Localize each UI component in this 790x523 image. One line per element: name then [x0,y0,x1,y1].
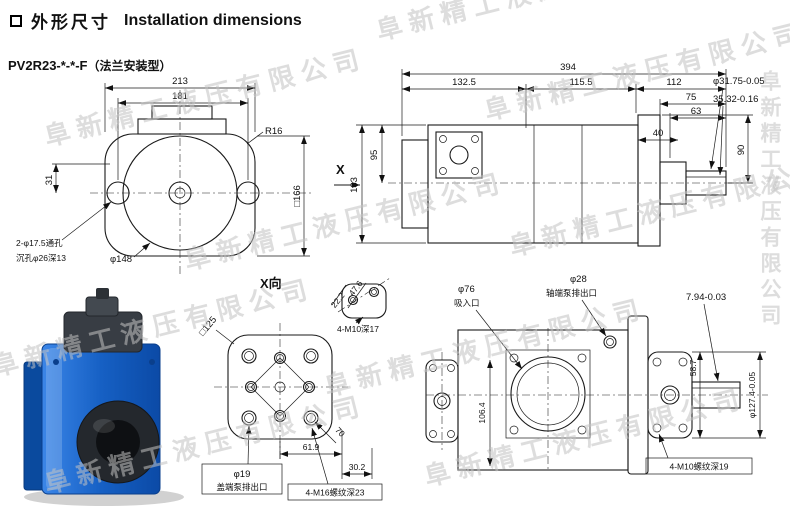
dim-148-label: φ148 [110,254,132,265]
dim-90-label: 90 [736,145,747,156]
model-note: （法兰安装型） [87,59,172,73]
dim-75: 75 [659,92,726,158]
note-m10-depth17-label: 4-M10深17 [337,324,379,334]
note-shaft-end-outlet-label: 轴端泵排出口 [546,288,597,298]
dim-166-label: □166 [292,185,303,207]
dim-chain-top: 132.5 115.5 112 [402,77,726,128]
dim-394-label: 394 [560,62,576,73]
dim-63-label: 63 [691,106,702,117]
watermark-text: 阜新精工液压有限公司 [372,0,701,48]
product-photo [23,288,184,506]
note-counterbore: 沉孔φ26深13 [16,253,66,263]
dim-166: □166 [257,135,310,257]
rear-view-drawing: φ76 吸入口 φ28 轴端泵排出口 7.94-0.03 106.4 58.7 … [425,274,768,475]
dim-95: 95 [356,124,426,183]
dim-63: 63 [669,106,726,158]
note-m16-thread: 4-M16螺纹深23 [287,427,383,501]
dim-key-height-label: 35.32-0.16 [713,94,758,105]
dim-key-height: 35.32-0.16 [713,94,758,176]
x-view-drawing: X向 □125 22.2 47.6 4-M10深17 70 [197,276,391,501]
dim-125: □125 [197,315,235,345]
page-title-cn: 外形尺寸 [31,13,111,32]
photo-top-stub [85,296,119,317]
note-through-holes: 2-φ17.5通孔 [16,238,63,248]
dim-112-label: 112 [666,77,681,88]
photo-port-glint [93,419,115,433]
dim-shaft-diameter: φ31.75-0.05 [709,76,765,170]
dim-pilot-diameter-label: φ127.4-0.05 [747,372,757,418]
dim-106-4-label: 106.4 [477,402,487,424]
dim-30-2: 30.2 [341,448,373,479]
dim-58-7-label: 58.7 [688,359,698,376]
dim-r16-label: R16 [265,126,282,137]
note-suction-port: φ76 吸入口 [454,284,523,370]
dim-213-label: 213 [172,76,188,87]
dim-key-width: 7.94-0.03 [686,292,726,382]
dim-31-label: 31 [44,175,55,186]
side-view-drawing: X 394 132.5 115.5 112 75 63 40 95 [334,62,765,247]
photo-bolt [149,359,155,365]
side-view-geometry [388,114,742,247]
photo-port-bore [96,420,140,464]
page-title: 外形尺寸 Installation dimensions [10,8,302,33]
dim-pilot-diameter: φ127.4-0.05 [692,351,766,439]
dim-r16: R16 [246,126,282,145]
dim-58-7: 58.7 [688,352,703,438]
dim-148: φ148 [110,242,151,265]
photo-top-cap [63,311,143,353]
dim-132-5-label: 132.5 [452,77,476,88]
view-x-direction-label: X向 [260,276,282,291]
dim-181: 181 [117,91,249,180]
dim-shaft-diameter-label: φ31.75-0.05 [713,76,765,87]
front-view-geometry [90,90,312,276]
dim-183-label: 183 [349,177,360,193]
x-direction-arrow: X [334,162,360,188]
front-hole-notes: 2-φ17.5通孔 沉孔φ26深13 [16,201,112,263]
note-outlet-d19-label: φ19 [234,469,251,480]
dim-183: 183 [349,125,426,244]
model-designation: PV2R23-*-*-F（法兰安装型） [8,57,171,74]
dim-40: 40 [638,128,678,143]
front-view-drawing: 213 181 R16 31 □166 φ148 2-φ17.5通孔 沉孔φ26… [16,76,312,276]
photo-bolt [53,359,59,365]
dim-125-label: □125 [197,315,219,339]
dim-90: 90 [662,114,753,184]
section-marker-icon [10,14,22,27]
note-cover-end-outlet-label: 盖端泵排出口 [216,482,267,492]
dim-95-label: 95 [369,150,380,161]
dim-115-5-label: 115.5 [569,77,592,88]
note-suction-d76-label: φ76 [458,284,475,295]
x-view-geometry [214,323,348,460]
page-title-en: Installation dimensions [124,11,302,29]
dim-40-label: 40 [653,128,664,139]
view-x-label: X [336,162,345,177]
dim-70-label: 70 [333,425,347,439]
note-m10-thread: 4-M10螺纹深19 [645,433,753,475]
dim-61-9-label: 61.9 [303,442,320,452]
note-suction-label: 吸入口 [454,298,480,308]
photo-top-fitting [96,288,109,299]
dim-61-9: 61.9 [279,430,343,459]
note-m10-thread-label: 4-M10螺纹深19 [669,462,728,472]
note-shaft-end-outlet: φ28 轴端泵排出口 [546,274,607,337]
note-cover-end-outlet: φ19 盖端泵排出口 [201,425,283,495]
dim-181-label: 181 [172,91,188,102]
dim-30-2-label: 30.2 [349,462,366,472]
dim-31: 31 [44,163,110,193]
note-outlet-d28-label: φ28 [570,274,587,285]
dim-22-2-label: 22.2 [329,290,347,309]
dim-106-4: 106.4 [477,360,493,466]
rear-view-geometry [425,315,768,475]
note-m16-thread-label: 4-M16螺纹深23 [305,488,364,498]
port-detail [337,277,391,319]
dim-213: 213 [104,76,256,132]
note-m10-depth17: 4-M10深17 [337,316,379,334]
photo-highlight [46,348,62,490]
model-code: PV2R23-*-*-F [8,58,88,73]
dim-key-width-label: 7.94-0.03 [686,292,726,303]
dim-75-label: 75 [686,92,697,103]
